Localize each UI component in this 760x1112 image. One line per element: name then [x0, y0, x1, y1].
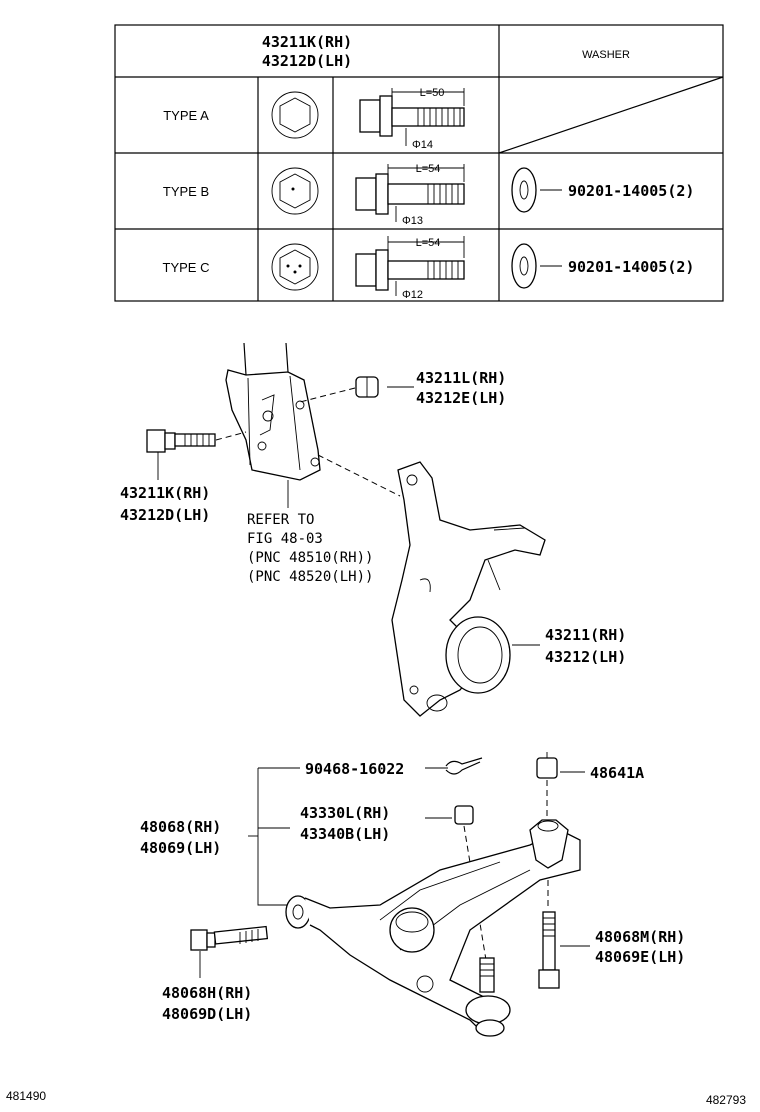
bolt-side-type-b-icon: L=54 Φ13	[355, 163, 465, 227]
row-type-a-label: TYPE A	[163, 108, 209, 123]
cotter-pin-icon	[445, 757, 483, 775]
footer-right-code: 482793	[706, 1093, 746, 1107]
hex-head-type-a-icon	[271, 91, 319, 139]
table-header-bolt-rh: 43211K(RH)	[262, 33, 352, 51]
bolt-b-length: L=54	[416, 163, 441, 175]
washer-type-c-part-number: 90201-14005(2)	[568, 258, 694, 276]
nut-label-rh: 43211L(RH)	[416, 369, 506, 387]
front-bolt-label-lh: 48069D(LH)	[162, 1005, 252, 1023]
ball-joint-nut-icon	[536, 752, 558, 779]
ball-joint-small-nut-icon	[454, 805, 474, 825]
hex-head-type-c-icon	[271, 243, 319, 291]
arm-label-rh: 48068(RH)	[140, 818, 221, 836]
ball-joint-label-lh: 43340B(LH)	[300, 825, 390, 843]
refer-line-2: FIG 48-03	[247, 531, 323, 547]
bolt-c-length: L=54	[416, 237, 441, 249]
cotter-pin-label: 90468-16022	[305, 760, 404, 778]
washer-type-b-part-number: 90201-14005(2)	[568, 182, 694, 200]
lower-arm-drawing	[285, 819, 581, 1037]
arm-label-lh: 48069(LH)	[140, 839, 221, 857]
arm-bolt-label-rh: 48068M(RH)	[595, 928, 685, 946]
bolt-side-type-c-icon: L=54 Φ12	[355, 236, 465, 301]
bolt-a-diameter: Φ14	[412, 139, 433, 151]
nut-48641-label: 48641A	[590, 764, 644, 782]
refer-line-3: (PNC 48510(RH))	[247, 550, 373, 566]
front-bolt-icon	[190, 925, 269, 951]
ball-joint-label-rh: 43330L(RH)	[300, 804, 390, 822]
strut-bracket-drawing	[225, 342, 321, 481]
bolt-b-diameter: Φ13	[402, 215, 423, 227]
nut-label-lh: 43212E(LH)	[416, 389, 506, 407]
washer-type-b-icon	[511, 167, 562, 213]
footer-left-code: 481490	[6, 1089, 46, 1103]
bolt-type-table: 43211K(RH) 43212D(LH) WASHER TYPE A TYPE…	[114, 24, 724, 302]
strut-bolt-label-lh: 43212D(LH)	[120, 506, 210, 524]
washer-type-c-icon	[511, 243, 562, 289]
row-type-c-label: TYPE C	[163, 260, 210, 275]
strut-bolt-label-rh: 43211K(RH)	[120, 484, 210, 502]
knuckle-label-lh: 43212(LH)	[545, 648, 626, 666]
front-bolt-label-rh: 48068H(RH)	[162, 984, 252, 1002]
strut-nut-icon	[355, 376, 379, 398]
knuckle-label-rh: 43211(RH)	[545, 626, 626, 644]
strut-bolt-icon	[146, 429, 216, 453]
steering-knuckle-drawing	[391, 461, 546, 717]
row-type-b-label: TYPE B	[163, 184, 209, 199]
table-header-washer: WASHER	[582, 49, 630, 61]
table-header-bolt-lh: 43212D(LH)	[262, 52, 352, 70]
bolt-side-type-a-icon: L=50 Φ14	[359, 87, 465, 151]
arm-long-bolt-icon	[538, 911, 560, 989]
hex-head-type-b-icon	[271, 167, 319, 215]
refer-line-1: REFER TO	[247, 512, 314, 528]
arm-bolt-label-lh: 48069E(LH)	[595, 948, 685, 966]
bolt-c-diameter: Φ12	[402, 289, 423, 301]
bolt-a-length: L=50	[420, 87, 445, 99]
refer-line-4: (PNC 48520(LH))	[247, 569, 373, 585]
